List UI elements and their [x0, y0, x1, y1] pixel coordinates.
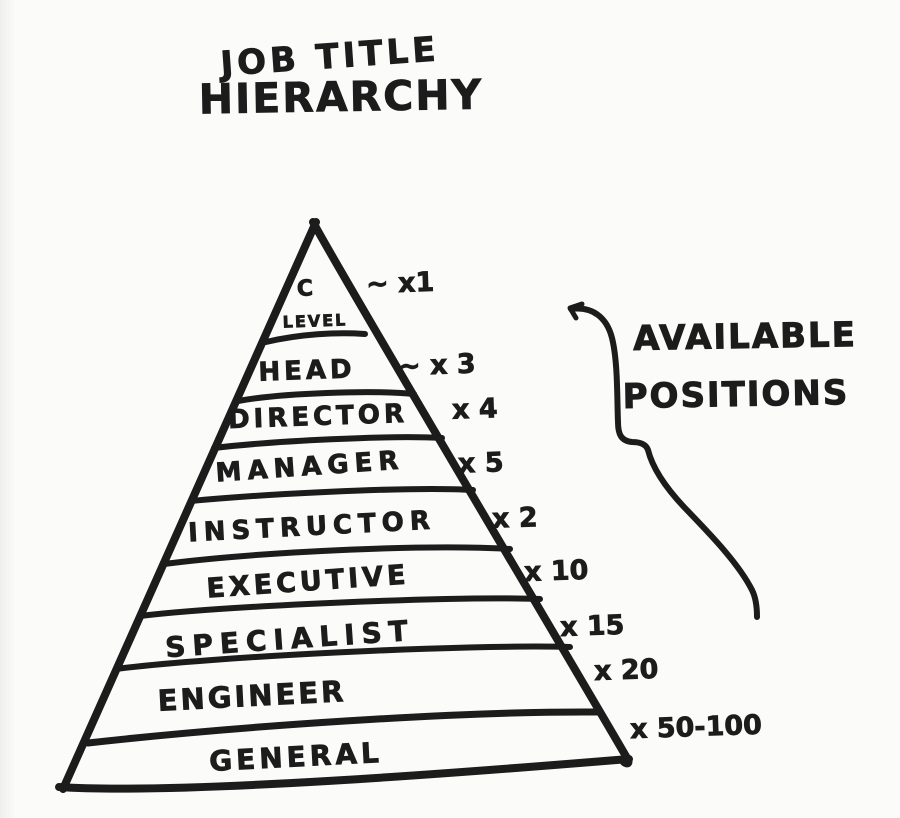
count-general: x 50-100 [629, 709, 763, 746]
divider-3 [211, 434, 445, 451]
level-label-head: HEAD [257, 354, 357, 388]
count-head: ~ x 3 [397, 348, 477, 383]
pyramid-base [55, 755, 633, 793]
divider-7 [113, 643, 573, 672]
brace-arrowhead-icon [567, 301, 585, 321]
divider-8 [84, 708, 602, 747]
annotation-positions: POSITIONS [622, 373, 850, 418]
divider-6 [137, 595, 543, 619]
annotation-available: AVAILABLE [632, 315, 858, 360]
count-executive: x 10 [523, 554, 589, 589]
brace-curve [568, 305, 760, 620]
count-c-level: ~ x1 [365, 266, 435, 301]
divider-1 [263, 330, 368, 345]
count-specialist: x 15 [559, 609, 625, 644]
count-instructor: x 2 [491, 502, 539, 535]
count-director: x 4 [451, 393, 499, 426]
level-label-c: C [296, 275, 318, 303]
divider-2 [235, 389, 417, 404]
count-engineer: x 20 [593, 653, 659, 688]
divider-5 [161, 544, 513, 567]
level-label-c-level: LEVEL [282, 310, 348, 332]
count-manager: x 5 [457, 447, 505, 480]
page-title-line2: HIERARCHY [198, 70, 484, 124]
pyramid-left-edge [59, 218, 320, 793]
level-label-director: DIRECTOR [227, 398, 409, 436]
divider-4 [188, 486, 476, 504]
